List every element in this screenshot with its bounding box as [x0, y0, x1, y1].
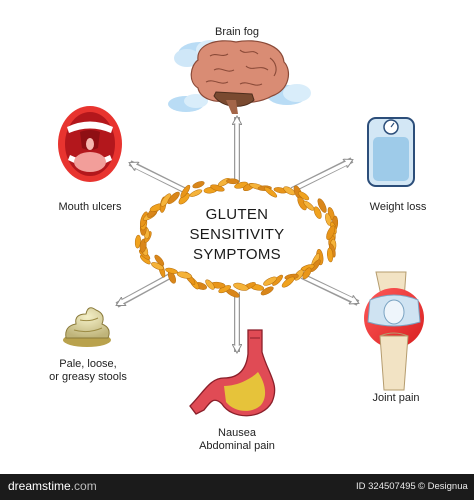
gluten-grain — [326, 225, 336, 240]
knee-icon — [364, 271, 424, 391]
gluten-grain — [134, 234, 141, 249]
gluten-grain — [192, 181, 205, 189]
gluten-grain — [298, 191, 310, 201]
center-title-line3: SYMPTOMS — [193, 246, 281, 263]
footer-logo: dreamstime.com — [8, 479, 97, 493]
gluten-grain — [180, 184, 191, 198]
brain-icon — [168, 40, 311, 114]
gluten-grain — [313, 206, 322, 219]
gluten-grain — [167, 191, 180, 205]
footer-logo-left: dreamstime — [8, 479, 71, 493]
stomach-icon — [189, 329, 276, 417]
scale-icon — [367, 117, 415, 187]
gluten-grain — [154, 254, 165, 266]
center-title-line1: GLUTEN — [205, 206, 269, 223]
label-joint-pain: Joint pain — [372, 392, 420, 404]
center-title-line2: SENSITIVITY — [189, 226, 285, 243]
gluten-grain — [283, 186, 296, 196]
watermark-footer: dreamstime.com ID 324507495 © Designua — [0, 474, 474, 500]
label-stool-line1: Pale, loose, — [59, 358, 117, 370]
gluten-grain — [205, 279, 215, 290]
gluten-grain — [233, 282, 249, 291]
gluten-grain — [260, 286, 274, 296]
label-stool-line2: or greasy stools — [49, 371, 127, 383]
label-nausea: Nausea — [218, 427, 256, 439]
gluten-grain — [189, 189, 203, 197]
gluten-grain — [263, 276, 278, 286]
footer-credit: © Designua — [418, 481, 468, 492]
gluten-grain — [264, 186, 278, 198]
gluten-grain — [176, 271, 192, 279]
label-weight-loss: Weight loss — [369, 201, 427, 213]
footer-logo-right: .com — [70, 479, 97, 493]
footer-id: ID 324507495 — [356, 481, 416, 492]
gluten-grain — [325, 213, 332, 226]
gluten-grain — [302, 267, 312, 280]
gluten-grain — [317, 198, 327, 213]
label-mouth-ulcers: Mouth ulcers — [58, 201, 122, 213]
gluten-grain — [281, 276, 295, 288]
grain-ring — [134, 177, 339, 298]
gluten-grain — [327, 247, 334, 263]
mouth-icon — [58, 106, 122, 182]
gluten-grain — [226, 178, 240, 185]
gluten-grain — [165, 267, 178, 274]
label-brain-fog: Brain fog — [214, 26, 260, 38]
label-abdominal-pain: Abdominal pain — [199, 440, 275, 452]
stool-icon — [63, 307, 111, 347]
